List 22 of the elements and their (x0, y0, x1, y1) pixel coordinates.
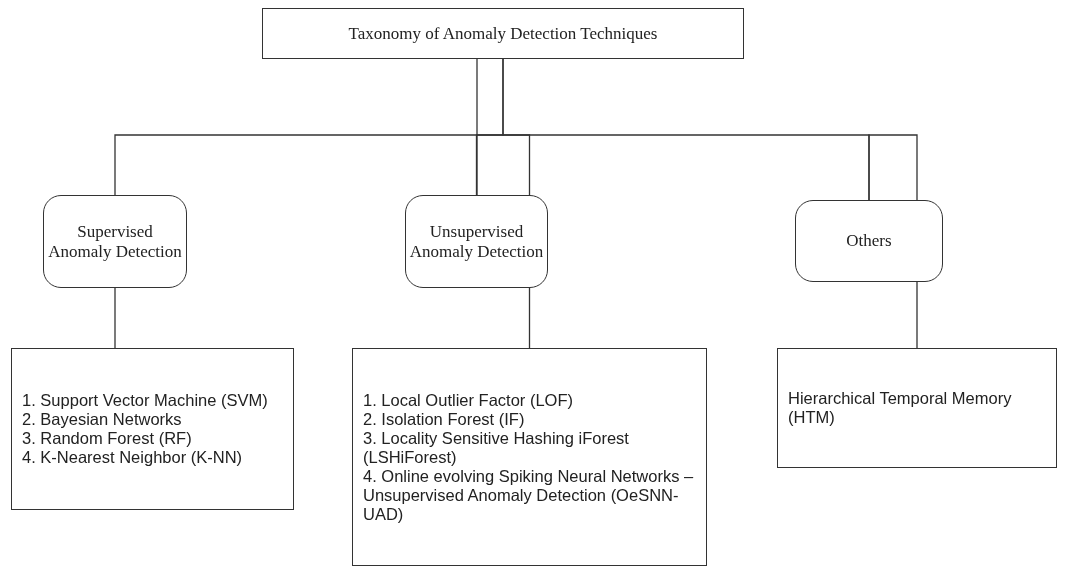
technique-list-box (352, 348, 707, 566)
title-box (262, 8, 744, 59)
category-box (43, 195, 187, 288)
box-label: Supervised Anomaly Detection (47, 221, 183, 262)
technique-list-box (11, 348, 294, 510)
list-item: 3. Random Forest (RF) (22, 429, 193, 448)
list-item: Hierarchical Temporal Memory (HTM) (788, 389, 1013, 427)
list-item: 2. Isolation Forest (IF) (363, 409, 526, 429)
technique-list-box (777, 348, 1057, 468)
list-item: 1. Local Outlier Factor (LOF) (363, 390, 574, 410)
category-box (405, 195, 548, 288)
list-item: 2. Bayesian Networks (22, 410, 183, 429)
box-label: Others (846, 231, 892, 251)
list-item: 4. K-Nearest Neighbor (K-NN) (22, 448, 244, 467)
connector-line (476, 58, 478, 196)
box-label: Taxonomy of Anomaly Detection Techniques (348, 23, 658, 44)
category-box (795, 200, 943, 282)
list-item: 4. Online evolving Spiking Neural Networks – Unsupervised Anomaly Detection (OeSNN-UAD) (363, 466, 695, 524)
list-item: 1. Support Vector Machine (SVM) (22, 391, 269, 410)
box-label: Unsupervised Anomaly Detection (408, 221, 545, 262)
connector-line (114, 287, 116, 349)
list-item: 3. Locality Sensitive Hashing iForest (LSHiForest) (363, 428, 630, 467)
